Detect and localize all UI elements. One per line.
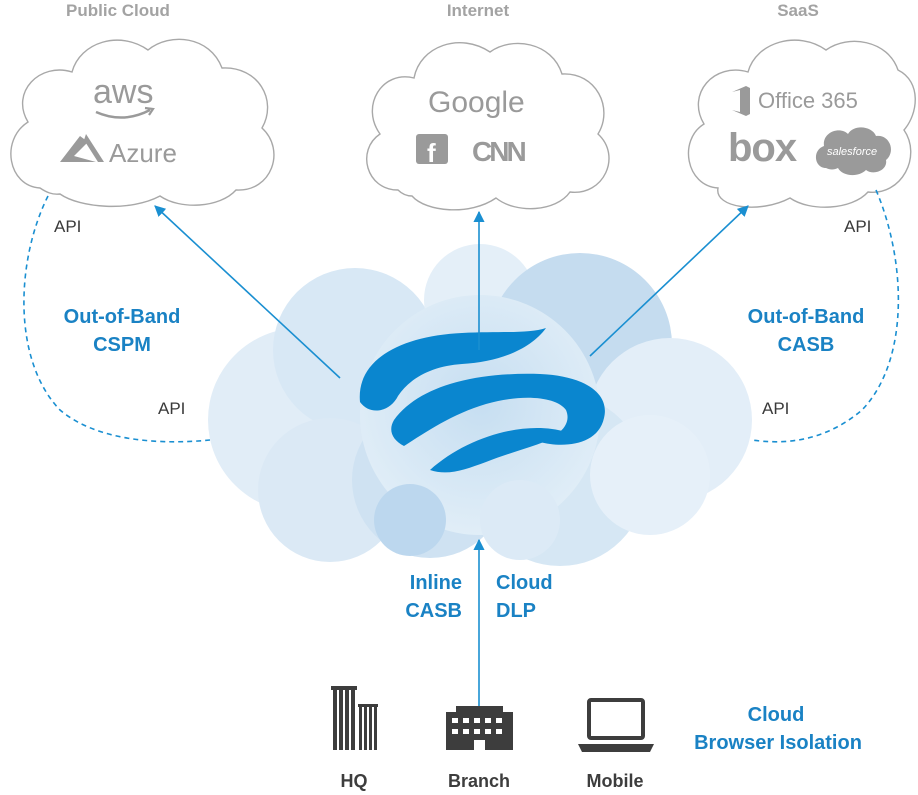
google-logo: Google [428, 86, 525, 119]
internet-title: Internet [447, 1, 510, 20]
arrow-to-public-cloud [154, 205, 341, 379]
internet-cloud-outline [366, 42, 610, 211]
out-of-band-casb-line2: CASB [778, 334, 835, 356]
saas-title: SaaS [777, 1, 819, 20]
zscaler-logo [359, 328, 605, 473]
office365-logo-text: Office 365 [758, 88, 858, 113]
inline-casb-line1: Inline [410, 572, 462, 594]
internet-cloud-group: Google f CNN [366, 42, 610, 211]
aws-logo: aws [93, 73, 155, 119]
out-of-band-cspm-line2: CSPM [93, 334, 151, 356]
cloud-dlp-line1: Cloud [496, 572, 553, 594]
cloud-dlp-line2: DLP [496, 600, 536, 622]
out-of-band-casb-line1: Out-of-Band [748, 306, 865, 328]
laptop-icon [578, 698, 654, 752]
salesforce-logo-text: salesforce [827, 146, 877, 158]
azure-icon [60, 134, 104, 162]
api-label-right-bottom: API [762, 399, 789, 418]
cnn-logo: CNN [472, 136, 525, 167]
box-logo: box [728, 126, 797, 170]
out-of-band-cspm-line1: Out-of-Band [64, 306, 181, 328]
branch-building-icon [446, 706, 513, 750]
aws-logo-text: aws [93, 73, 153, 111]
facebook-glyph: f [427, 138, 436, 168]
api-label-right-top: API [844, 217, 871, 236]
public-cloud-outline [10, 38, 275, 208]
hq-building-icon [331, 686, 378, 750]
location-label-branch: Branch [448, 771, 510, 791]
arrow-to-saas [589, 205, 749, 357]
zscaler-cloud [208, 244, 752, 566]
out-of-band-casb-connector [751, 189, 900, 443]
salesforce-logo: salesforce [815, 127, 891, 176]
azure-logo: Azure [60, 134, 177, 168]
location-label-mobile: Mobile [587, 771, 644, 791]
inline-casb-line2: CASB [405, 600, 462, 622]
location-label-hq: HQ [341, 771, 368, 791]
office365-logo: Office 365 [732, 86, 858, 116]
saas-cloud-group: Office 365 box salesforce [687, 39, 916, 208]
office365-icon [732, 86, 750, 116]
browser-isolation-line2: Browser Isolation [694, 732, 862, 754]
facebook-icon: f [416, 134, 448, 168]
browser-isolation-line1: Cloud [748, 704, 805, 726]
public-cloud-title: Public Cloud [66, 1, 170, 20]
api-label-left-top: API [54, 217, 81, 236]
public-cloud-group: aws Azure [10, 38, 275, 208]
api-label-left-bottom: API [158, 399, 185, 418]
out-of-band-cspm-connector [23, 195, 211, 443]
azure-logo-text: Azure [109, 138, 177, 168]
saas-cloud-outline [687, 39, 916, 208]
